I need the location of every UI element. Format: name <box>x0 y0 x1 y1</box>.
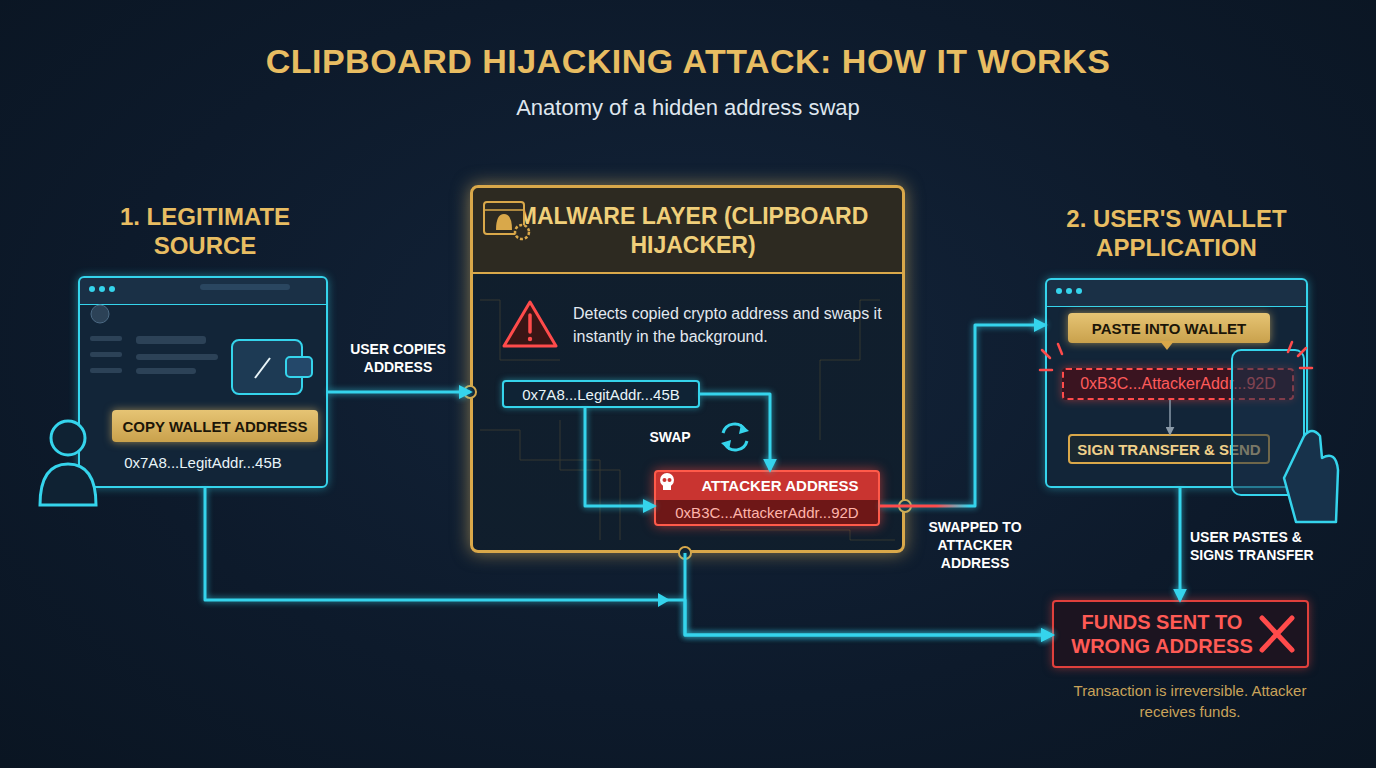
address-text: 0x7A8...LegitAddr...45B <box>504 382 698 406</box>
section-heading: 1. LEGITIMATE SOURCE <box>75 198 335 264</box>
flow-connector <box>685 553 1052 635</box>
flow-connector <box>585 408 654 506</box>
flow-connector <box>205 488 1052 635</box>
attacker-heading: ATTACKER ADDRESS <box>682 472 878 499</box>
flow-connector <box>880 325 1045 506</box>
footnote: Transaction is irreversible. Attacker re… <box>1070 680 1310 722</box>
layer-heading: MALWARE LAYER (CLIPBOARD HIJACKER) <box>513 196 873 266</box>
copy-button: COPY WALLET ADDRESS <box>112 410 318 442</box>
flow-connector <box>1169 400 1171 434</box>
address-text: 0xB3C...AttackerAddr...92D <box>656 499 878 526</box>
paste-button: PASTE INTO WALLET <box>1068 313 1270 343</box>
pasted-address-box: 0xB3C...AttackerAddr...92D <box>1062 368 1294 400</box>
button-label: COPY WALLET ADDRESS <box>112 410 318 442</box>
section-heading: 2. USER'S WALLET APPLICATION <box>1035 200 1318 266</box>
address-text: 0xB3C...AttackerAddr...92D <box>1064 370 1292 398</box>
flow-connector <box>1179 488 1182 600</box>
title: CLIPBOARD HIJACKING ATTACK: HOW IT WORKS <box>0 40 1376 82</box>
flow-connector <box>700 394 770 470</box>
address-text: 0x7A8...LegitAddr...45B <box>80 450 326 474</box>
connector-label: SWAPPED TO ATTACKER ADDRESS <box>915 518 1035 572</box>
result-box: FUNDS SENT TO WRONG ADDRESS <box>1052 600 1309 668</box>
malware-layer: MALWARE LAYER (CLIPBOARD HIJACKER) Detect… <box>470 185 905 553</box>
send-button: SIGN TRANSFER & SEND <box>1068 434 1270 464</box>
address-box: 0x7A8...LegitAddr...45B <box>502 380 700 408</box>
connector-label: SWAP <box>640 428 700 446</box>
flow-connector <box>328 391 470 394</box>
button-label: PASTE INTO WALLET <box>1068 313 1270 343</box>
attacker-address-box: ATTACKER ADDRESS0xB3C...AttackerAddr...9… <box>654 470 880 526</box>
subtitle: Anatomy of a hidden address swap <box>388 94 988 122</box>
button-label: SIGN TRANSFER & SEND <box>1070 436 1268 462</box>
wallet-window: 2. USER'S WALLET APPLICATIONPASTE INTO W… <box>1045 278 1308 488</box>
browser-window: 1. LEGITIMATE SOURCE0x7A8...LegitAddr...… <box>78 276 328 488</box>
connector-label: USER PASTES & SIGNS TRANSFER <box>1190 528 1340 564</box>
connector-label: USER COPIES ADDRESS <box>336 340 460 376</box>
layer-description: Detects copied crypto address and swaps … <box>573 300 893 350</box>
result-text: FUNDS SENT TO WRONG ADDRESS <box>1062 602 1262 666</box>
merge-arrowhead <box>658 593 670 607</box>
